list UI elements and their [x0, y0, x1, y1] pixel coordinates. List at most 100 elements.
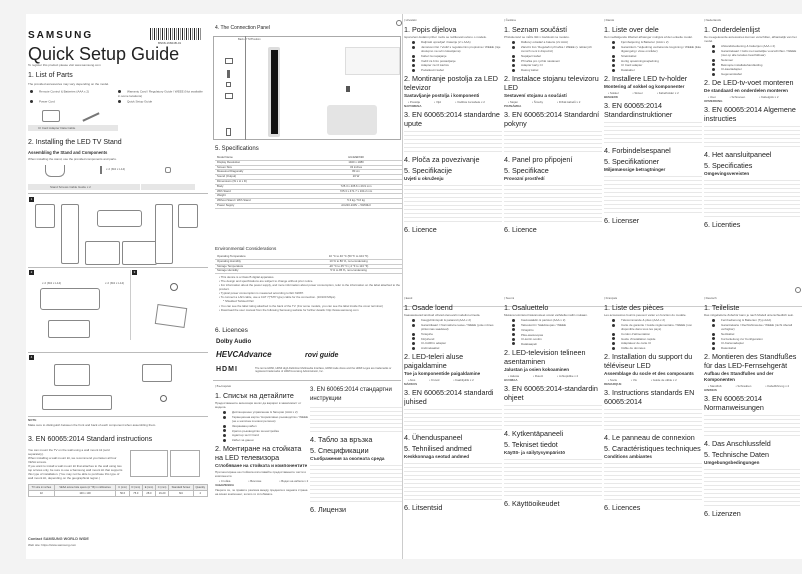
list-item: Câble de données — [612, 346, 702, 350]
list-item: Dálkový ovladač a baterie (2x AAA) — [512, 40, 602, 44]
list-item: Кратко ръководство за настройка — [223, 429, 310, 433]
parts-caption-bar — [28, 125, 118, 131]
stand-intro: When installing the stand, use the provi… — [28, 157, 117, 161]
list-item: Záruční list / Regulační příručka / WEEE… — [512, 45, 602, 53]
list-item: CI Card adapter — [612, 63, 702, 67]
list-item: Netsnoer — [712, 58, 800, 62]
side-panel-diagram — [327, 105, 377, 135]
bullet-icon — [612, 318, 615, 322]
bullet-icon — [412, 337, 415, 341]
optical-cable-icon — [225, 58, 233, 64]
bullet-icon — [223, 424, 226, 428]
cable-guide-steps-diagram — [42, 395, 112, 410]
list-item: Guide d'installation rapide — [612, 337, 702, 341]
list-item: Takuukortti / Säädösopas / WEEE — [512, 323, 602, 327]
bullet-icon — [612, 341, 615, 345]
environment-heading: Environmental Considerations — [215, 246, 277, 251]
stand-heading: 2. Installing the LED TV Stand — [28, 139, 122, 146]
screw-label: x 2 (M4 x L14) — [106, 167, 126, 171]
list-item: Дистанционно управление & батерии (AAA x… — [223, 410, 310, 414]
list-item: Kiirjuhend — [412, 337, 502, 341]
bullet-icon — [223, 410, 226, 414]
list-item: Garantiekarte / Rechtshinweise / WEEE (n… — [712, 323, 800, 331]
list-item: Kaugjuhtimispult & patareid (AAA x 2) — [412, 318, 502, 322]
list-item: Adaptér karty CI — [512, 63, 602, 67]
bullet-icon — [512, 59, 515, 63]
part-item: Quick Setup Guide — [118, 99, 203, 104]
divider — [28, 267, 208, 268]
bullet-icon — [712, 67, 715, 71]
list-item: Strømkabel — [612, 54, 702, 58]
tv-front-wrong-diagram — [122, 241, 157, 265]
table-row: Dimensions (W x H x D) — [215, 179, 402, 185]
language-column-finnish: | Suomi 1. Osaluettelo Mukana toimitetut… — [504, 296, 602, 556]
bullet-icon — [612, 45, 615, 49]
bullet-icon — [612, 337, 615, 341]
list-item: Datový kabel — [512, 68, 602, 72]
step-4-badge: 4 — [29, 355, 34, 360]
screw-icon — [100, 166, 102, 174]
bullet-icon — [30, 99, 33, 103]
language-column-croatian: | Hrvatski 1. Popis dijelova Isporučeni … — [404, 18, 502, 286]
divider — [28, 193, 208, 194]
list-item: Netzkabel — [712, 332, 800, 336]
language-column-german: | Deutsch 1. Teileliste Das mitgeliefert… — [704, 296, 800, 556]
bullet-icon — [412, 68, 415, 72]
bullet-icon — [512, 54, 515, 58]
list-item: Andmekaabel — [412, 346, 502, 350]
bullet-icon — [223, 429, 226, 433]
bullet-icon — [512, 323, 515, 327]
list-item: Daljinski upravljač i baterije (2 x AAA) — [412, 40, 502, 44]
bullet-icon — [223, 433, 226, 437]
language-column-danish: | Dansk 1. Liste over dele Det medfølgen… — [604, 18, 702, 286]
connection-panel-heading: 4. The Connection Panel — [215, 25, 270, 31]
screw-spec-left: x 2 (M4 x L14) — [42, 281, 62, 285]
bullet-icon — [712, 337, 715, 341]
list-item: Кабел за данни — [223, 438, 310, 442]
language-column-czech: | Čeština 1. Seznam součástí Příslušenst… — [504, 18, 602, 286]
wall-mount-table: TV size in inches VESA screw hole specs … — [28, 484, 209, 497]
bullet-icon — [512, 40, 515, 44]
samsung-logo: SAMSUNG — [28, 30, 94, 41]
screw-detail-diagram — [48, 320, 90, 338]
bullet-icon — [712, 44, 715, 48]
contact-website[interactable]: Web site: https://www.samsung.com — [28, 543, 77, 547]
part-item: Power Cord — [30, 99, 115, 104]
barcode — [150, 28, 202, 40]
divider — [403, 306, 802, 307]
bulgarian-column-1: | Български 1. Списък на детайлите Предо… — [215, 384, 310, 544]
registration-mark-icon — [396, 20, 402, 26]
bullet-icon — [412, 323, 415, 327]
stand-subheading: Assembling the Stand and Components — [28, 150, 108, 155]
registration-mark-icon — [795, 287, 801, 293]
tv-location-diagram — [345, 47, 400, 75]
list-item: Garantiikaart / Normatiivne teave / WEEE… — [412, 323, 502, 331]
list-item: Гаранционна карта / Нормативно ръководст… — [223, 415, 310, 423]
hdmi-logo: HDMI — [216, 366, 238, 373]
bullet-icon — [412, 40, 415, 44]
ci-card-adapter-icon — [42, 110, 60, 122]
list-item: Vodič za brzo postavljanje — [412, 59, 502, 63]
back-of-tv-label: Back of TV/Position — [238, 38, 261, 41]
power-button-icon — [160, 395, 167, 402]
bullet-icon — [512, 342, 515, 346]
bullet-icon — [712, 323, 715, 327]
list-item: Datakaapeli — [512, 342, 602, 346]
bullet-icon — [712, 72, 715, 76]
bullet-icon — [412, 59, 415, 63]
bullet-icon — [612, 40, 615, 44]
bullet-icon — [412, 318, 415, 322]
list-item: Adapter za CI karticu — [412, 63, 502, 67]
bullet-icon — [30, 89, 33, 93]
bullet-icon — [412, 45, 415, 49]
list-item: Cordon d'alimentation — [612, 332, 702, 336]
divider — [245, 36, 246, 140]
bullet-icon — [612, 346, 615, 350]
bullet-icon — [223, 415, 226, 419]
stand-leg-left-diagram — [35, 204, 55, 228]
